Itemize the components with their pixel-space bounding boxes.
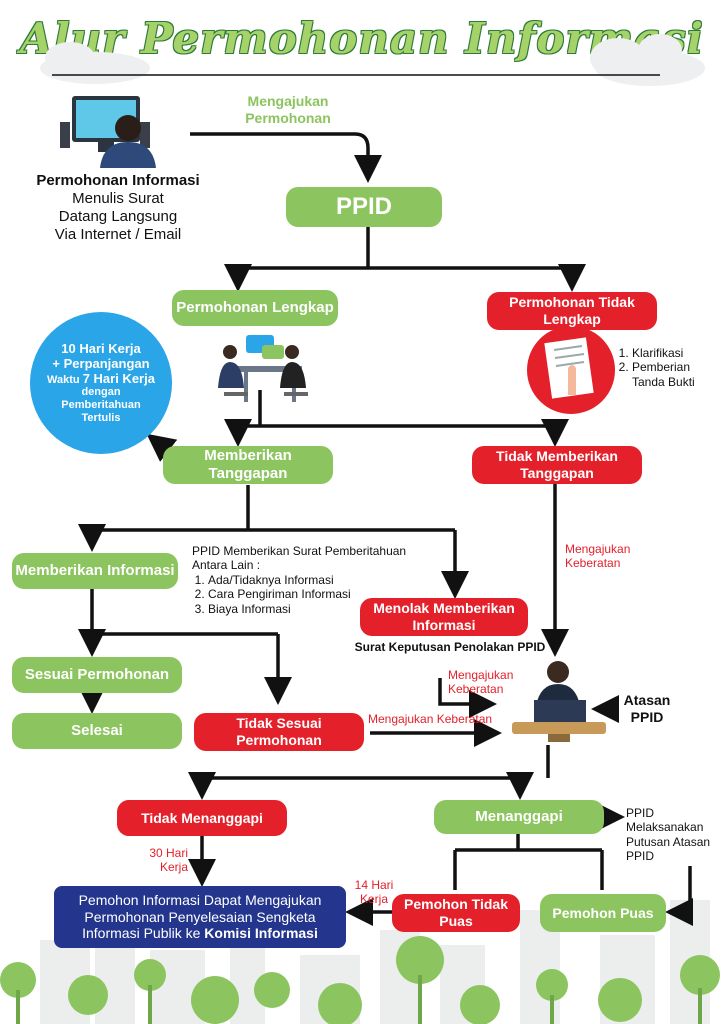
requester-info: Permohonan Informasi Menulis Surat Datan… <box>30 172 206 244</box>
node-pemohon-puas: Pemohon Puas <box>540 894 666 932</box>
circle-line: 7 Hari Kerja <box>82 370 155 386</box>
label-keberatan-3: Mengajukan Keberatan <box>368 712 493 726</box>
pemberitahuan-item: Cara Pengiriman Informasi <box>208 587 422 601</box>
node-ppid: PPID <box>286 187 442 227</box>
komisi-bold: Komisi Informasi <box>204 925 318 942</box>
podium-speaker-illustration <box>512 661 606 742</box>
komisi-text: Pemohon Informasi Dapat Mengajukan Permo… <box>78 891 322 942</box>
requester-heading: Permohonan Informasi <box>36 172 200 189</box>
node-selesai: Selesai <box>12 713 182 749</box>
node-menolak: Menolak Memberikan Informasi <box>360 598 528 636</box>
atasan-ppid-label: Atasan PPID <box>623 692 671 725</box>
time-limit-circle: 10 Hari Kerja + Perpanjangan Waktu 7 Har… <box>30 312 172 454</box>
computer-user-illustration <box>60 96 156 168</box>
circle-line: Tertulis <box>81 411 121 424</box>
node-memberikan-tanggapan: Memberikan Tanggapan <box>163 446 333 484</box>
klarifikasi-list: Klarifikasi Pemberian Tanda Bukti <box>616 346 716 389</box>
ppid-melaksanakan: PPID Melaksanakan Putusan Atasan PPID <box>626 806 711 864</box>
node-tidak-sesuai: Tidak Sesuai Permohonan <box>194 713 364 751</box>
circle-line: 10 Hari Kerja <box>61 340 141 356</box>
pemberitahuan-intro: PPID Memberikan Surat Pemberitahuan Anta… <box>192 544 407 573</box>
requester-line: Via Internet / Email <box>54 226 182 243</box>
circle-line: Pemberitahuan <box>61 399 141 412</box>
label-14-hari: 14 Hari Kerja <box>354 878 394 907</box>
requester-line: Datang Langsung <box>58 208 178 225</box>
node-komisi-informasi: Pemohon Informasi Dapat Mengajukan Permo… <box>54 886 346 948</box>
klarifikasi-item: Klarifikasi <box>632 346 716 360</box>
node-pemohon-tidak-puas: Pemohon Tidak Puas <box>392 894 520 932</box>
label-keberatan-1: Mengajukan Keberatan <box>565 542 631 571</box>
pemberitahuan-item: Biaya Informasi <box>208 602 422 616</box>
node-tidak-memberikan-tanggapan: Tidak Memberikan Tanggapan <box>472 446 642 484</box>
circle-line: Waktu <box>47 373 80 386</box>
circle-line: dengan <box>81 386 121 399</box>
klarifikasi-item: Pemberian Tanda Bukti <box>632 360 716 389</box>
requester-line: Menulis Surat <box>72 190 164 207</box>
node-sesuai-permohonan: Sesuai Permohonan <box>12 657 182 693</box>
meeting-illustration <box>218 335 308 402</box>
node-tidak-menanggapi: Tidak Menanggapi <box>117 800 287 836</box>
node-permohonan-lengkap: Permohonan Lengkap <box>172 290 338 326</box>
circle-line: + Perpanjangan <box>52 355 150 371</box>
pemberitahuan-list: PPID Memberikan Surat Pemberitahuan Anta… <box>192 544 422 616</box>
label-keberatan-2: Mengajukan Keberatan <box>448 668 514 697</box>
node-permohonan-tidak-lengkap: Permohonan Tidak Lengkap <box>487 292 657 330</box>
node-menanggapi: Menanggapi <box>434 800 604 834</box>
node-memberikan-informasi: Memberikan Informasi <box>12 553 178 589</box>
trees <box>0 936 720 1024</box>
page-title: Alur Permohonan Informasi <box>20 14 704 63</box>
pemberitahuan-item: Ada/Tidaknya Informasi <box>208 573 422 587</box>
label-mengajukan-permohonan: Mengajukan Permohonan <box>245 93 331 126</box>
background-clouds <box>40 34 705 86</box>
surat-penolakan: Surat Keputusan Penolakan PPID <box>354 640 546 654</box>
rejected-document-illustration <box>527 326 615 414</box>
label-30-hari: 30 Hari Kerja <box>149 846 188 875</box>
